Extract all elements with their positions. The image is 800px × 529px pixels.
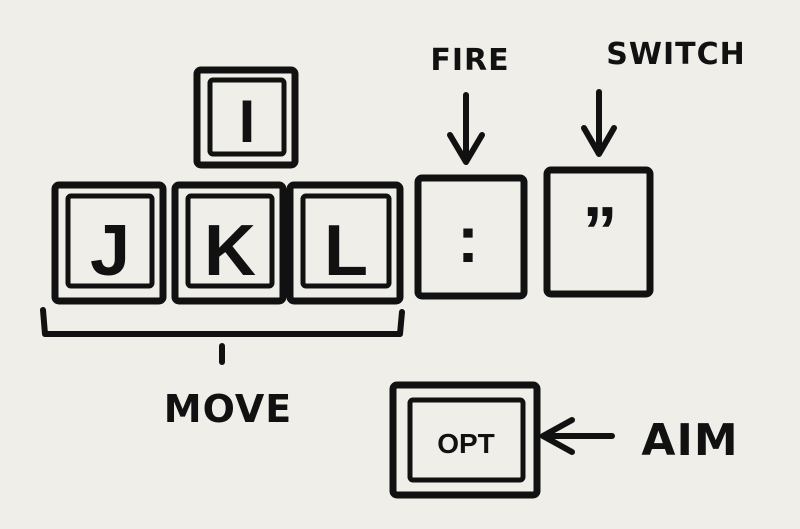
key-j-label: J: [90, 211, 130, 291]
key-opt: OPT: [389, 381, 541, 499]
key-opt-label: OPT: [437, 428, 495, 459]
move-bracket-icon: [40, 307, 405, 365]
switch-label: SWITCH: [606, 37, 745, 72]
aim-label: AIM: [641, 415, 738, 466]
key-semicolon: :: [414, 174, 528, 300]
aim-arrow-icon: [540, 417, 615, 455]
fire-label: FIRE: [430, 43, 509, 78]
key-l-label: L: [324, 211, 368, 291]
key-k-label: K: [204, 211, 256, 291]
switch-arrow-icon: [581, 89, 617, 157]
key-quote-label: ”: [583, 192, 618, 270]
key-j: J: [51, 181, 167, 305]
key-k: K: [171, 181, 287, 305]
key-quote: ”: [543, 166, 654, 298]
key-i-label: I: [239, 88, 256, 155]
move-label: MOVE: [164, 387, 292, 431]
key-i: I: [193, 66, 299, 169]
key-semicolon-label: :: [457, 202, 479, 276]
fire-arrow-icon: [447, 92, 485, 165]
key-l: L: [286, 181, 404, 305]
